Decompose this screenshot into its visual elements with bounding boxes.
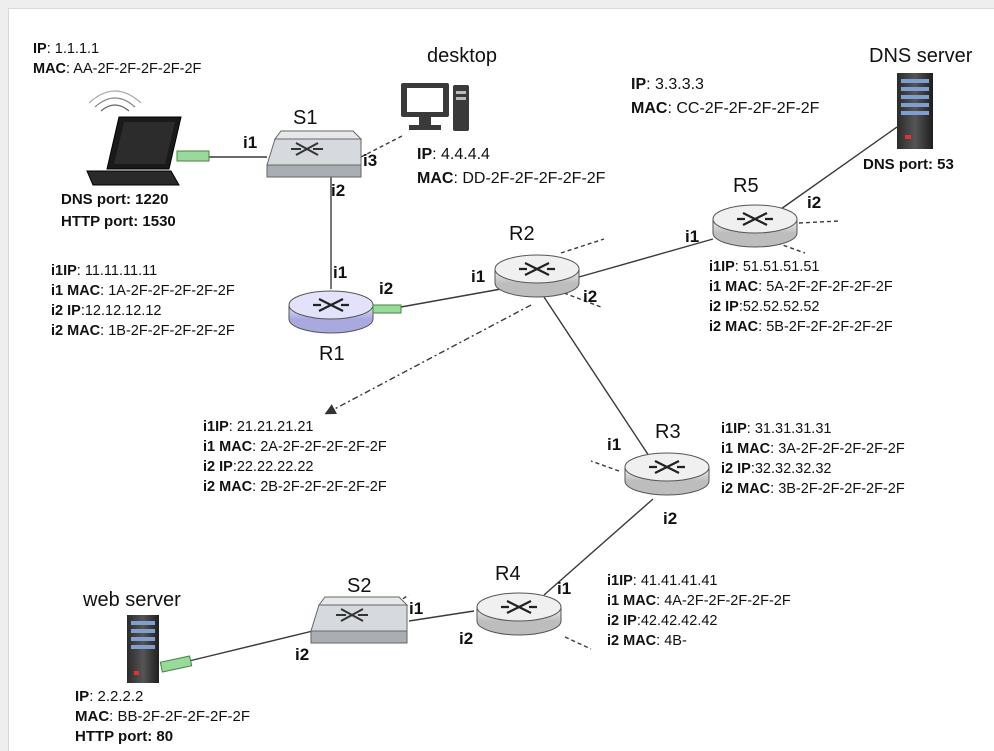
router-r2-icon [494, 254, 580, 298]
router-r1-icon [288, 290, 402, 334]
r3-i1-label: i1 [607, 435, 622, 454]
link-r2-r3 [543, 296, 652, 460]
dns-server-info: IP: 3.3.3.3 MAC: CC-2F-2F-2F-2F-2F [631, 76, 820, 117]
r5-label: R5 [733, 175, 759, 197]
link-s1-desktop [360, 134, 405, 158]
r2-info: i1IP: 21.21.21.21 i1 MAC: 2A-2F-2F-2F-2F… [203, 419, 387, 495]
r1-info: i1IP: 11.11.11.11 i1 MAC: 1A-2F-2F-2F-2F… [51, 263, 235, 339]
link-r5-dns [780, 126, 898, 210]
dns-server-port: DNS port: 53 [863, 156, 954, 173]
links [188, 126, 898, 662]
r5-i2-label: i2 [807, 193, 822, 212]
link-r4-s2 [408, 610, 475, 622]
s2-label: S2 [347, 575, 372, 597]
desktop-label: desktop [427, 45, 498, 67]
dns-server-label: DNS server [869, 45, 973, 67]
router-r5-icon [712, 204, 798, 248]
switch-s2-icon [310, 596, 409, 644]
r4-label: R4 [495, 563, 521, 585]
router-r3-icon [624, 452, 710, 496]
r4-info: i1IP: 41.41.41.41 i1 MAC: 4A-2F-2F-2F-2F… [607, 573, 791, 649]
r2-i2-label: i2 [583, 287, 598, 306]
s1-i3-label: i3 [363, 151, 378, 170]
r3-label: R3 [655, 421, 681, 443]
r1-i1-label: i1 [333, 263, 348, 282]
laptop-info: IP: 1.1.1.1 MAC: AA-2F-2F-2F-2F-2F [33, 41, 202, 77]
laptop-ports: DNS port: 1220 HTTP port: 1530 [61, 191, 176, 230]
web-server-info: IP: 2.2.2.2 MAC: BB-2F-2F-2F-2F-2F HTTP … [75, 688, 251, 745]
r4-i1-label: i1 [557, 579, 572, 598]
dns-server-icon [897, 73, 933, 149]
network-diagram: desktop DNS server web server S1 S2 R1 R… [8, 8, 994, 751]
r3-i2-label: i2 [663, 509, 678, 528]
r2-label: R2 [509, 223, 535, 245]
r5-i1-label: i1 [685, 227, 700, 246]
switch-s1-icon [266, 130, 363, 178]
r5-info: i1IP: 51.51.51.51 i1 MAC: 5A-2F-2F-2F-2F… [709, 259, 893, 335]
router-r4-icon [476, 592, 562, 636]
laptop-icon [86, 90, 210, 186]
r3-info: i1IP: 31.31.31.31 i1 MAC: 3A-2F-2F-2F-2F… [721, 421, 905, 497]
link-r3-r4 [543, 498, 654, 596]
r2-i1-label: i1 [471, 267, 486, 286]
desktop-info: IP: 4.4.4.4 MAC: DD-2F-2F-2F-2F-2F [417, 146, 606, 187]
s2-i2-label: i2 [295, 645, 310, 664]
link-r2-r5 [578, 238, 714, 278]
s1-label: S1 [293, 107, 318, 129]
web-server-label: web server [83, 589, 181, 611]
r1-i2-label: i2 [379, 279, 394, 298]
s1-i2-label: i2 [331, 181, 346, 200]
web-server-icon [127, 615, 193, 683]
s1-i1-label: i1 [243, 133, 258, 152]
diagram-graphics [86, 73, 933, 683]
link-r1-r2 [400, 288, 502, 308]
r1-label: R1 [319, 343, 345, 365]
r4-i2-label: i2 [459, 629, 474, 648]
desktop-icon [401, 83, 469, 131]
link-s2-web [188, 628, 322, 662]
s2-i1-label: i1 [409, 599, 424, 618]
